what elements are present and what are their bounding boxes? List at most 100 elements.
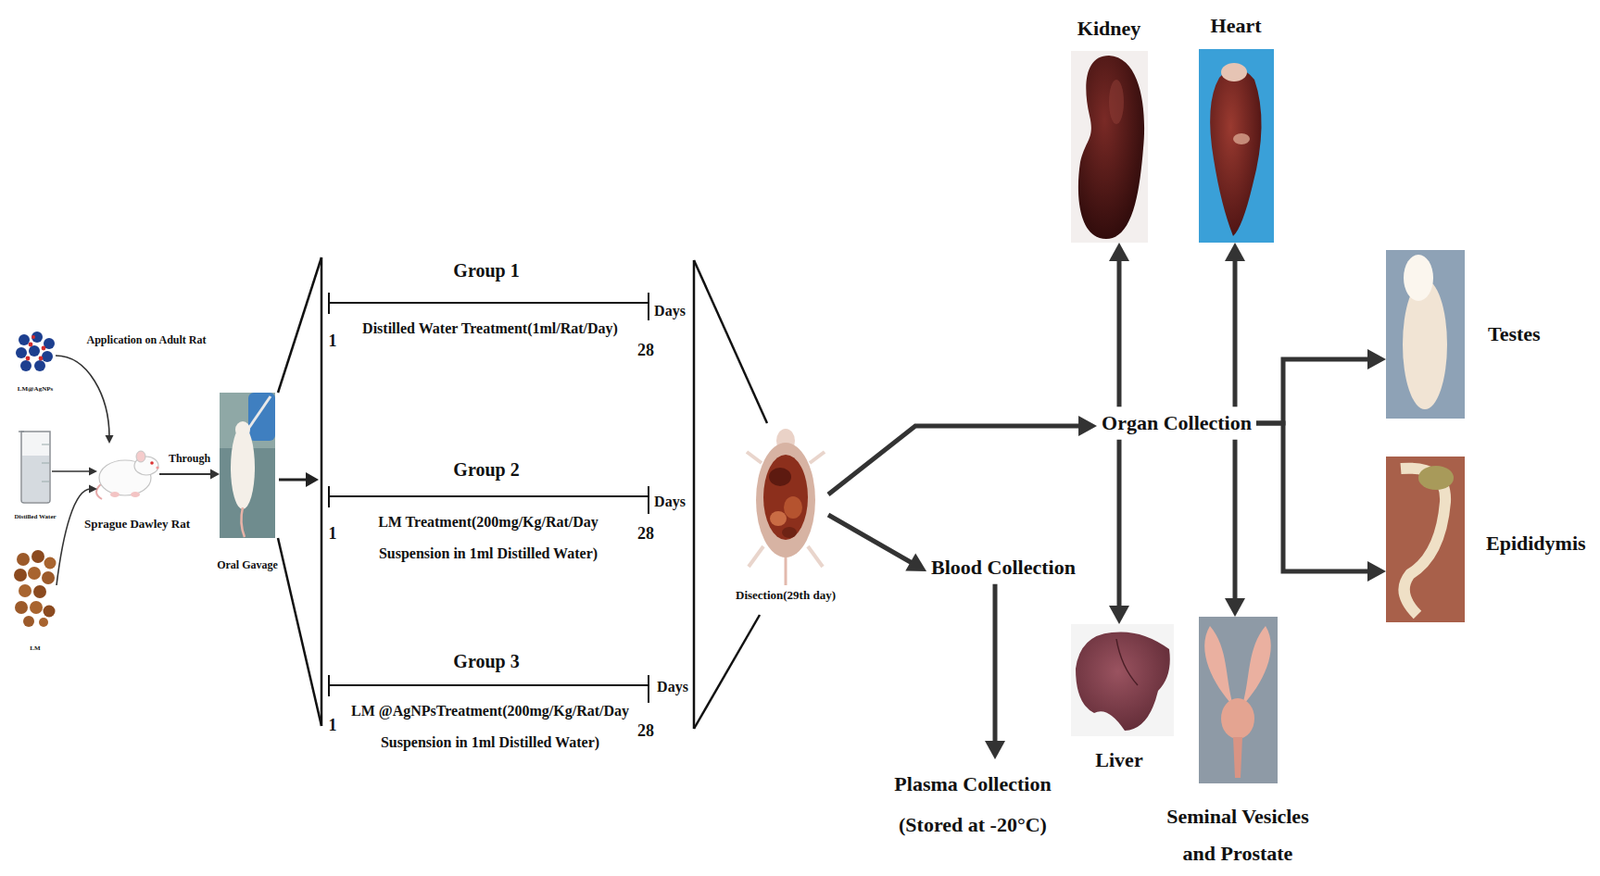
converge-bracket (693, 615, 760, 730)
node-label: Disection(29th day) (735, 589, 836, 604)
connector (1256, 423, 1386, 582)
image-node: Kidney (1070, 50, 1148, 243)
group-bracket (278, 478, 308, 482)
connector (1256, 349, 1386, 424)
heart-photo (1221, 62, 1248, 82)
connector (1224, 440, 1246, 618)
powder-icon (44, 557, 57, 570)
converge-bracket (693, 260, 768, 424)
dissection-photo (768, 467, 792, 487)
node-label: Heart (1210, 13, 1262, 38)
powder-icon (18, 584, 32, 598)
powder-icon (33, 585, 47, 599)
powder-icon (41, 571, 55, 585)
seminal-vesicle-photo (1221, 698, 1255, 740)
text-node: Organ Collection (1096, 406, 1257, 440)
dissection-photo (769, 511, 787, 527)
arrow-head (1224, 598, 1246, 618)
powder-icon (16, 553, 30, 567)
annotation-text: LM @AgNPsTreatment(200mg/Kg/Rat/Day Susp… (332, 695, 649, 759)
rat-icon (96, 451, 160, 500)
dissection-photo (781, 527, 797, 539)
node-label: Sprague Dawley Rat (84, 517, 190, 532)
nanoparticle-icon (34, 360, 46, 372)
image-node: LM (14, 551, 57, 628)
gavage-photo (246, 396, 271, 432)
connector (55, 355, 114, 444)
annotation-text: Application on Adult Rat (86, 334, 206, 348)
node-label: LM@AgNPs (17, 385, 53, 393)
connector (1108, 242, 1130, 407)
connector-line (55, 355, 110, 438)
dissection-photo (746, 428, 825, 586)
powder-icon (38, 617, 49, 628)
timeline (328, 684, 649, 687)
nanoparticle-icon (20, 360, 32, 372)
testis-photo (1385, 250, 1465, 419)
image-node: LM@AgNPs (14, 331, 56, 373)
arrow-head (1078, 415, 1097, 437)
text-node: Plasma Collection (Stored at -20°C) (878, 759, 1069, 851)
connector (828, 515, 927, 572)
liver-photo (1070, 624, 1174, 737)
connector-line (56, 489, 91, 586)
heart-photo (1209, 67, 1261, 237)
annotation-text: 1 (328, 524, 338, 544)
converge-bracket (692, 260, 696, 730)
arrow-head (1108, 242, 1130, 262)
node-label: Plasma Collection (Stored at -20°C) (882, 764, 1064, 846)
arrow-head (1367, 349, 1386, 370)
arrow-head (984, 741, 1006, 760)
kidney-photo (1070, 50, 1148, 243)
node-label: Epididymis (1486, 531, 1587, 555)
dissection-photo (807, 546, 823, 567)
annotation-text: Days (654, 493, 686, 511)
nanoparticle-icon (18, 334, 30, 346)
connector-line (993, 584, 998, 745)
dissection-photo (809, 452, 825, 464)
timeline (327, 675, 330, 697)
annotation-text: 1 (328, 331, 338, 352)
node-label: Liver (1095, 748, 1143, 772)
connector-line (51, 470, 91, 473)
image-node: Disection(29th day) (743, 428, 829, 587)
nanoparticle-icon (15, 331, 55, 372)
beaker-icon (18, 430, 25, 433)
node-label: LM (29, 644, 40, 653)
nanoparticle-icon (41, 351, 53, 363)
kidney-photo (1078, 55, 1145, 240)
annotation-text: 1 (328, 716, 338, 736)
timeline (327, 486, 330, 508)
gavage-photo (219, 392, 276, 539)
gavage-photo (219, 392, 276, 539)
group-bracket (320, 257, 324, 727)
heart-photo (1198, 49, 1274, 243)
seminal-vesicle-photo (1242, 626, 1272, 706)
beaker-icon (21, 431, 51, 504)
gavage-photo (235, 421, 251, 439)
image-node: Liver (1070, 624, 1174, 737)
annotation-text: 28 (637, 721, 655, 742)
rat-icon (136, 451, 146, 463)
nanoparticle-icon (25, 356, 31, 362)
annotation-text: Group 3 (453, 651, 519, 673)
image-node: Epididymis (1385, 456, 1465, 623)
connector-line (159, 473, 213, 476)
annotation-text: LM Treatment(200mg/Kg/Rat/Day Suspension… (359, 506, 618, 570)
rat-icon (96, 483, 102, 500)
arrow-head (1224, 242, 1246, 262)
annotation-text: Group 2 (453, 459, 519, 481)
epididymis-photo (1400, 468, 1446, 616)
liver-photo (1070, 624, 1174, 737)
node-label: Organ Collection (1101, 411, 1252, 435)
seminal-vesicle-photo (1204, 626, 1234, 706)
image-node: Distilled Water (18, 428, 52, 504)
liver-photo (1116, 639, 1138, 686)
beaker-icon (41, 463, 50, 465)
converge-bracket (693, 260, 768, 730)
timeline (328, 292, 649, 704)
nanoparticle-icon (28, 342, 34, 348)
annotation-text: Group 1 (453, 260, 519, 282)
powder-icon (13, 550, 57, 628)
connector (51, 467, 98, 477)
